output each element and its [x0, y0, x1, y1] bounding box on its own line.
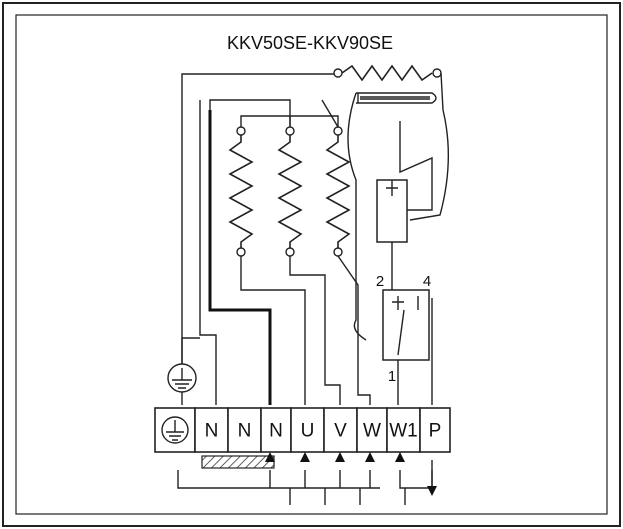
coil-common-bus [240, 115, 339, 127]
top-heater-lead [181, 73, 334, 392]
terminal-label: V [334, 421, 347, 442]
arrow-v [335, 452, 345, 462]
neutral-wire-2 [199, 100, 217, 405]
neutral-bridge-left [177, 470, 380, 489]
thermostat-contact-4-label: 4 [423, 273, 431, 290]
right-return-wire [409, 109, 450, 221]
terminal-label: W [363, 421, 381, 442]
terminal-v-5: V [323, 407, 358, 453]
terminal-label: N [269, 421, 283, 442]
diagram-title: KKV50SE-KKV90SE [227, 33, 393, 53]
w1-feed [399, 470, 433, 489]
terminal-n-1: N [194, 407, 229, 453]
thermostat-contact-1-label: 1 [388, 368, 396, 385]
arrow-w [365, 452, 375, 462]
terminal-label: N [238, 421, 252, 442]
coil-u-top-lead [209, 99, 291, 126]
arrow-w1 [395, 452, 405, 462]
coil-u-node-top [236, 126, 246, 136]
sensor-loop [347, 92, 367, 341]
neutral-bridge-hatch [201, 455, 275, 469]
terminal-n-2: N [227, 407, 262, 453]
coil-u-node-bottom [236, 247, 246, 257]
terminal-label: P [429, 421, 442, 442]
coil-v [277, 135, 303, 248]
arrow-p-down [427, 486, 437, 496]
safety-thermostat-lead-top [399, 121, 433, 211]
coil-v-to-terminal [289, 256, 341, 405]
safety-thermostat-contact [386, 180, 398, 196]
neutral-thick-wire [208, 110, 272, 405]
coil-u-to-terminal [240, 256, 306, 405]
sensor-bulb [360, 96, 430, 100]
coil-v-node-top [285, 126, 295, 136]
terminal-label: N [205, 421, 219, 442]
terminal-n-3: N [260, 407, 292, 453]
inner-frame [15, 14, 608, 515]
thermostat-box [382, 289, 430, 361]
sensor-capillary [356, 92, 437, 104]
coil-w-node-bottom [333, 247, 343, 257]
terminal-u-4: U [290, 407, 325, 453]
coil-v-node-bottom [285, 247, 295, 257]
terminal-ground-icon [161, 416, 189, 444]
arrow-u [300, 452, 310, 462]
top-heater-right-lead [440, 72, 444, 111]
top-heater-node-left [333, 68, 343, 78]
top-heater-node-right [432, 68, 442, 78]
coil-w-top-lead [321, 99, 339, 128]
top-heater-coil [341, 64, 433, 82]
terminal-ground [154, 407, 196, 453]
coil-u [228, 135, 254, 248]
thermostat-internal-contact [392, 296, 419, 356]
terminal-label: U [301, 421, 315, 442]
coil-w-to-terminal [337, 255, 371, 405]
ground-icon [167, 363, 197, 393]
thermostat-contact-2-label: 2 [376, 273, 384, 290]
coil-w-node-top [333, 126, 343, 136]
terminal-label: W1 [389, 421, 418, 442]
terminal-w-6: W [356, 407, 388, 453]
arrow-n [265, 452, 275, 462]
terminal-w1-7: W1 [386, 407, 421, 453]
coil-w [325, 135, 351, 248]
terminal-p-8: P [419, 407, 451, 453]
